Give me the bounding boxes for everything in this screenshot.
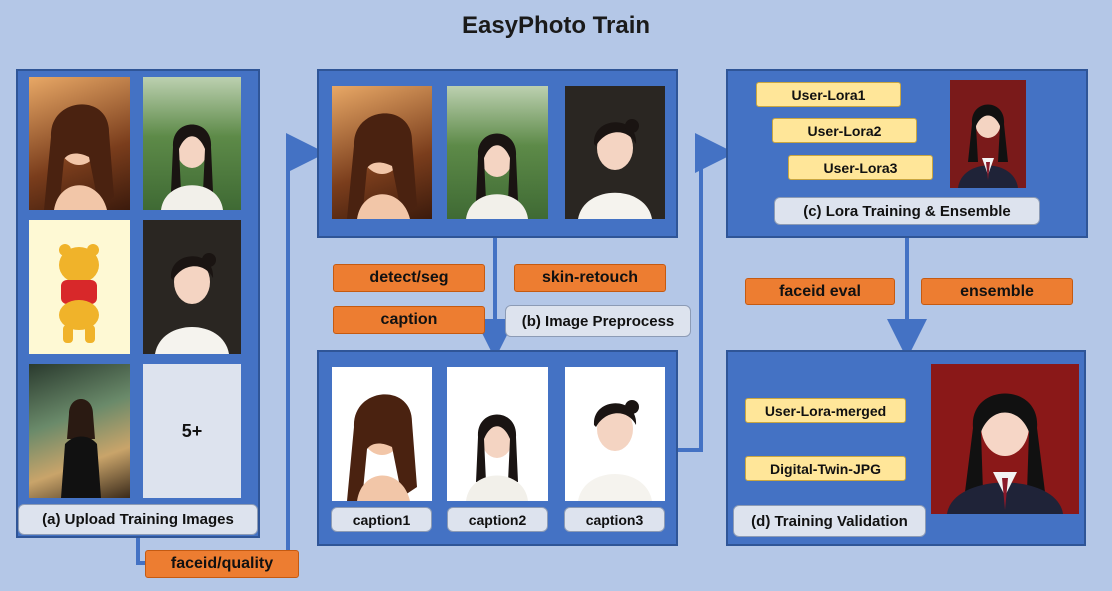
caption-label-3: caption3	[564, 507, 665, 532]
user-lora-2: User-Lora2	[772, 118, 917, 143]
lora-panel-label: (c) Lora Training & Ensemble	[774, 197, 1040, 225]
more-images-tile: 5+	[143, 364, 241, 498]
caption-label-1: caption1	[331, 507, 432, 532]
validation-panel-label: (d) Training Validation	[733, 505, 926, 537]
training-photo-3	[29, 220, 130, 354]
page-title: EasyPhoto Train	[461, 12, 651, 39]
preprocess-input-photo-1	[332, 86, 432, 219]
step-ensemble: ensemble	[921, 278, 1073, 305]
training-photo-1	[29, 77, 130, 210]
training-photo-4	[143, 220, 241, 354]
preprocess-output-photo-1	[332, 367, 432, 501]
validation-result-photo	[931, 364, 1079, 514]
training-photo-2	[143, 77, 241, 210]
caption-label-2: caption2	[447, 507, 548, 532]
step-caption: caption	[333, 306, 485, 334]
user-lora-3: User-Lora3	[788, 155, 933, 180]
output-digital-twin-jpg: Digital-Twin-JPG	[745, 456, 906, 481]
preprocess-input-photo-2	[447, 86, 548, 219]
output-user-lora-merged: User-Lora-merged	[745, 398, 906, 423]
training-photo-5	[29, 364, 130, 498]
user-lora-1: User-Lora1	[756, 82, 901, 107]
preprocess-output-photo-3	[565, 367, 665, 501]
upload-panel-label: (a) Upload Training Images	[18, 504, 258, 535]
step-faceid-eval: faceid eval	[745, 278, 895, 305]
lora-preview-photo	[950, 80, 1026, 188]
arrow-b-to-c	[678, 133, 735, 452]
step-faceid-quality: faceid/quality	[145, 550, 299, 578]
preprocess-panel-label: (b) Image Preprocess	[505, 305, 691, 337]
step-detect-seg: detect/seg	[333, 264, 485, 292]
preprocess-output-photo-2	[447, 367, 548, 501]
preprocess-input-photo-3	[565, 86, 665, 219]
step-skin-retouch: skin-retouch	[514, 264, 666, 292]
